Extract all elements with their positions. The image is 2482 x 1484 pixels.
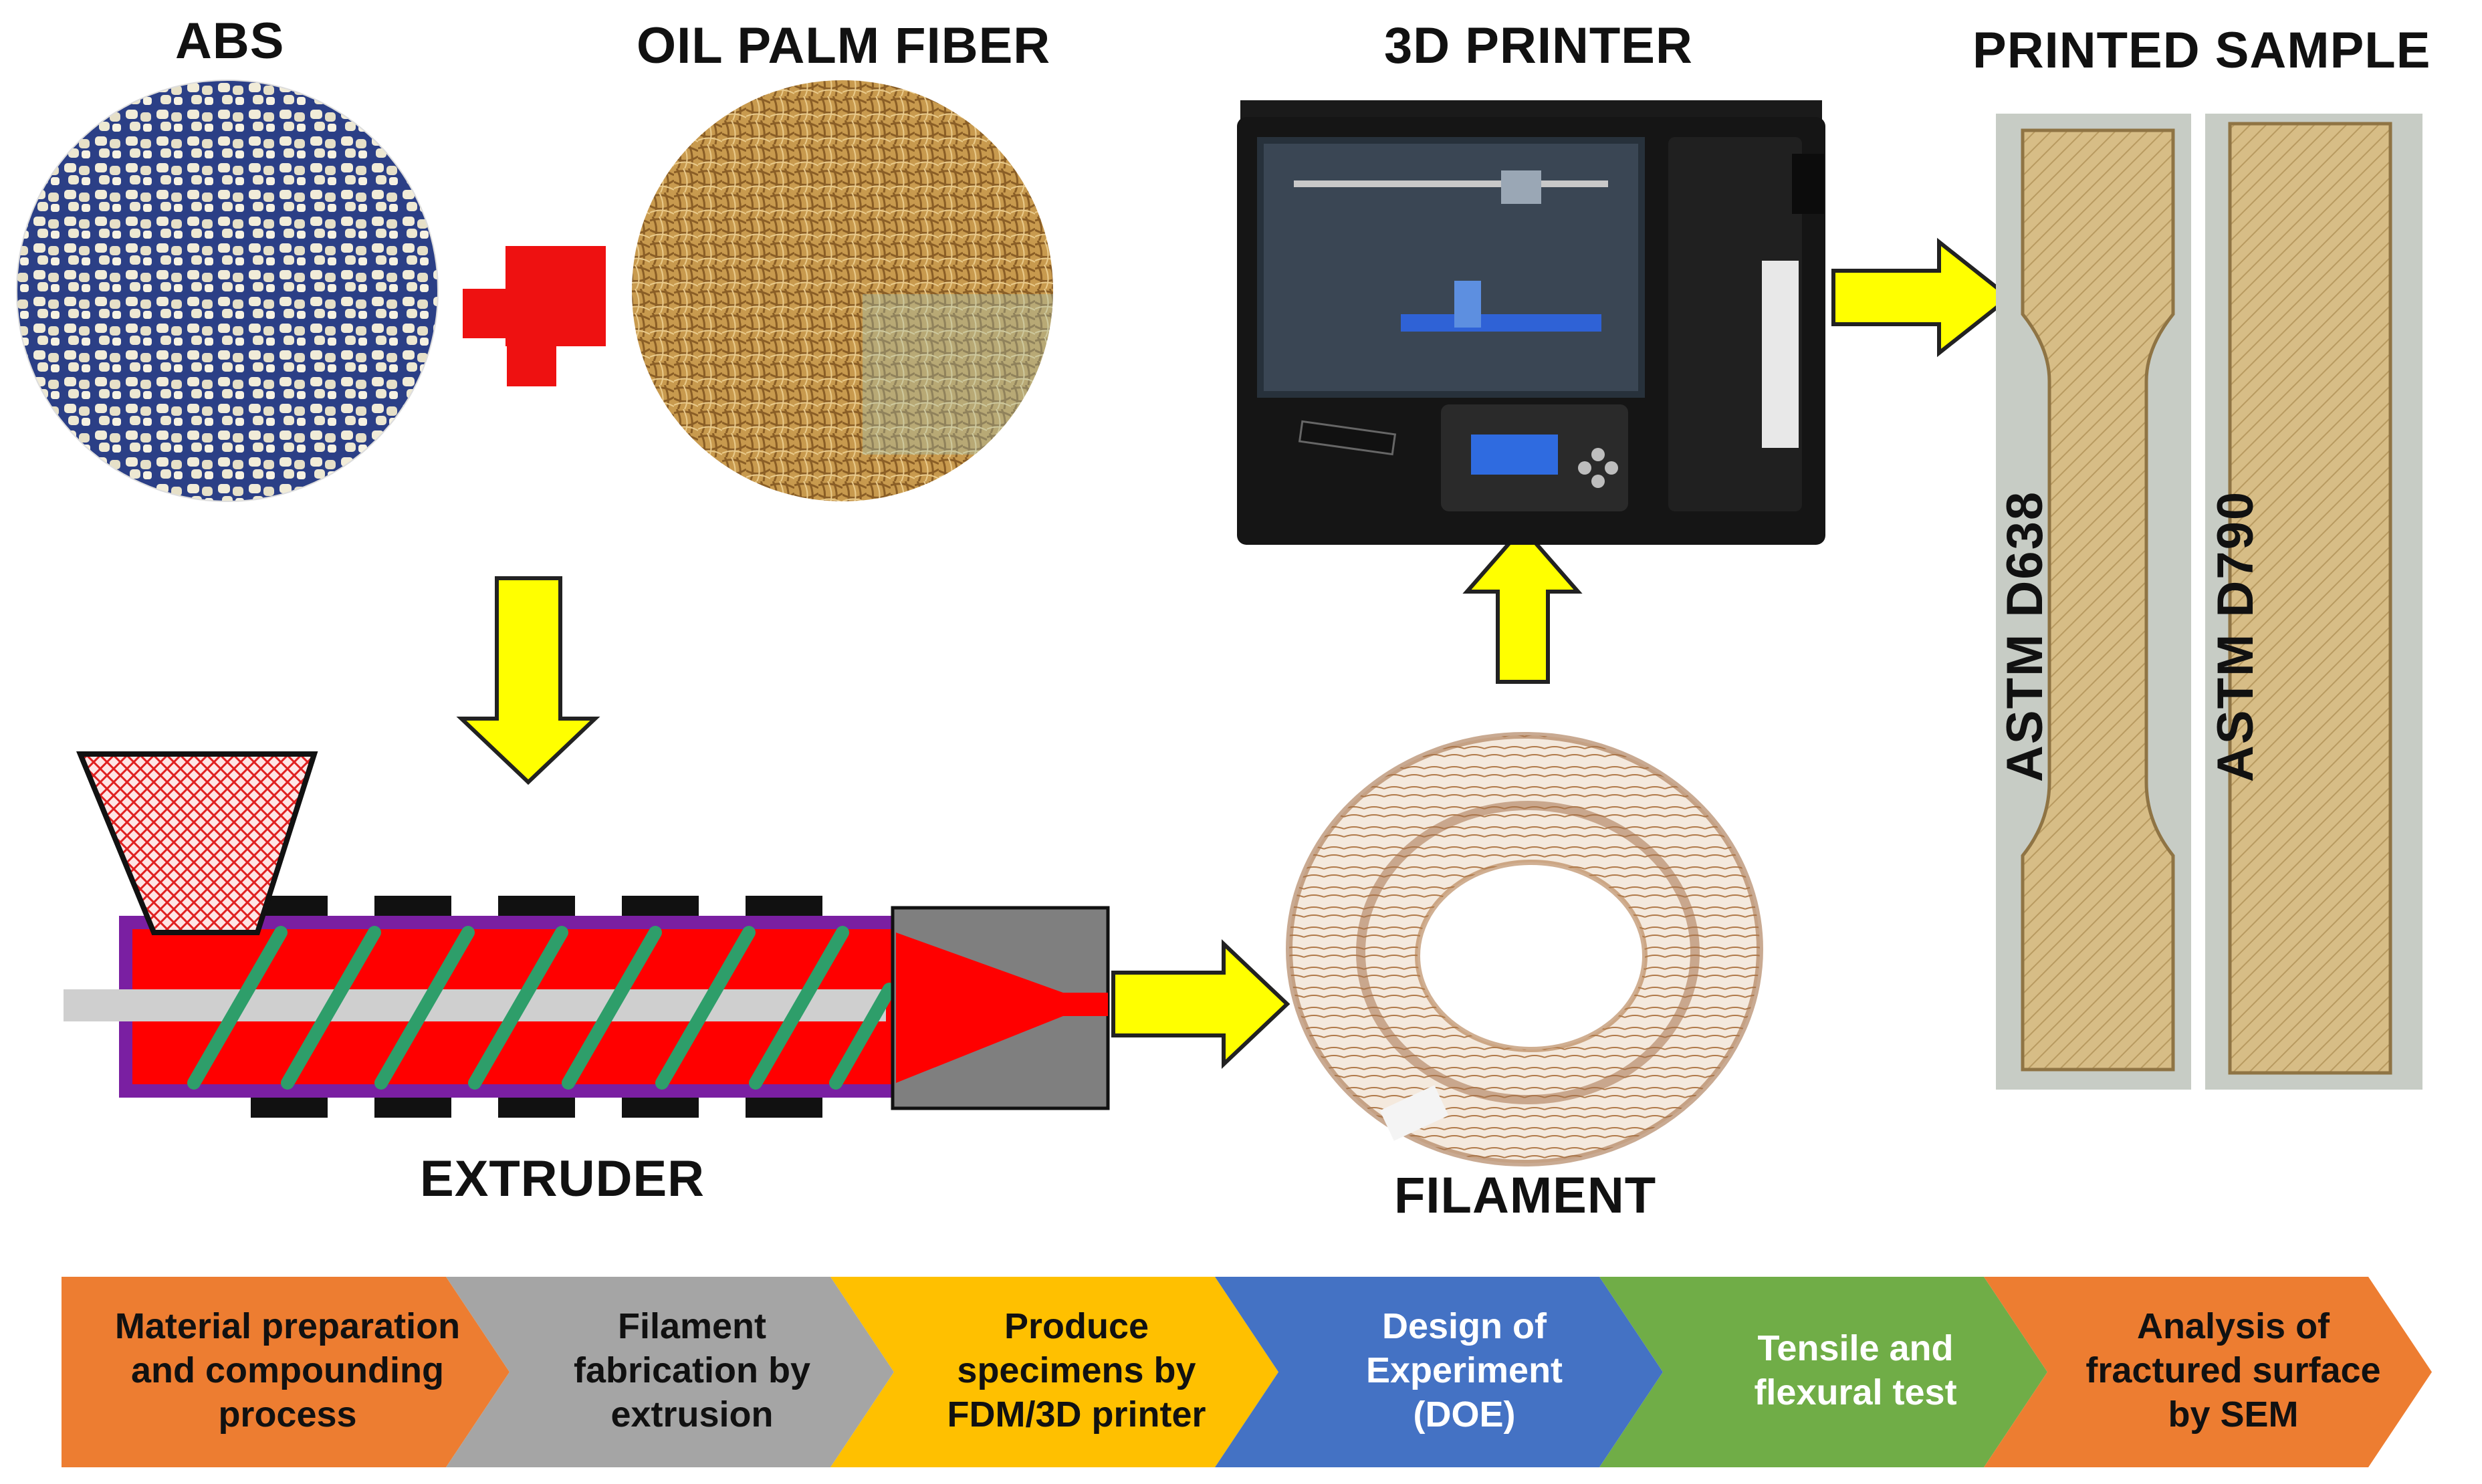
3d-printer-label: 3D PRINTER	[1384, 17, 1693, 74]
arrow-right-to-sample	[1831, 237, 2013, 358]
extruder-schematic	[64, 751, 1110, 1118]
step-4-text: Design of Experiment (DOE)	[1365, 1306, 1563, 1435]
arrow-right-to-filament	[1111, 939, 1290, 1069]
printed-samples-image	[1996, 114, 2422, 1090]
flexural-specimen	[2228, 122, 2392, 1075]
process-step-5-chevron	[1599, 1277, 2047, 1467]
process-step-4-chevron	[1215, 1277, 1663, 1467]
step-2-text: Filament fabrication by extrusion	[573, 1306, 811, 1435]
process-step-2-chevron	[446, 1277, 894, 1467]
oil-palm-fiber-label: OIL PALM FIBER	[637, 17, 1051, 74]
oil-palm-fiber-image	[632, 80, 1053, 501]
printed-sample-label: PRINTED SAMPLE	[1972, 22, 2431, 79]
arrow-down-to-extruder	[456, 576, 600, 785]
astm-d790-label: ASTM D790	[2207, 490, 2264, 782]
process-step-chevrons	[62, 1277, 2432, 1467]
process-step-3-chevron	[830, 1277, 1278, 1467]
step-1-text: Material preparation and compounding pro…	[114, 1306, 461, 1435]
filament-label: FILAMENT	[1394, 1167, 1657, 1224]
tensile-specimen	[2021, 128, 2175, 1072]
step-5-text: Tensile and flexural test	[1754, 1328, 1957, 1412]
filament-coil-image	[1286, 732, 1763, 1166]
process-step-6-chevron	[1984, 1277, 2432, 1467]
abs-label: ABS	[175, 13, 285, 70]
astm-d638-label: ASTM D638	[1997, 490, 2053, 782]
3d-printer-image	[1237, 100, 1825, 545]
extruder-label: EXTRUDER	[420, 1150, 705, 1207]
process-step-1-chevron	[62, 1277, 510, 1467]
arrow-up-to-printer	[1462, 525, 1583, 684]
plus-icon	[463, 246, 606, 386]
step-3-text: Produce specimens by FDM/3D printer	[947, 1306, 1206, 1435]
step-6-text: Analysis of fractured surface by SEM	[2085, 1306, 2381, 1435]
abs-pellets-image	[16, 80, 439, 502]
